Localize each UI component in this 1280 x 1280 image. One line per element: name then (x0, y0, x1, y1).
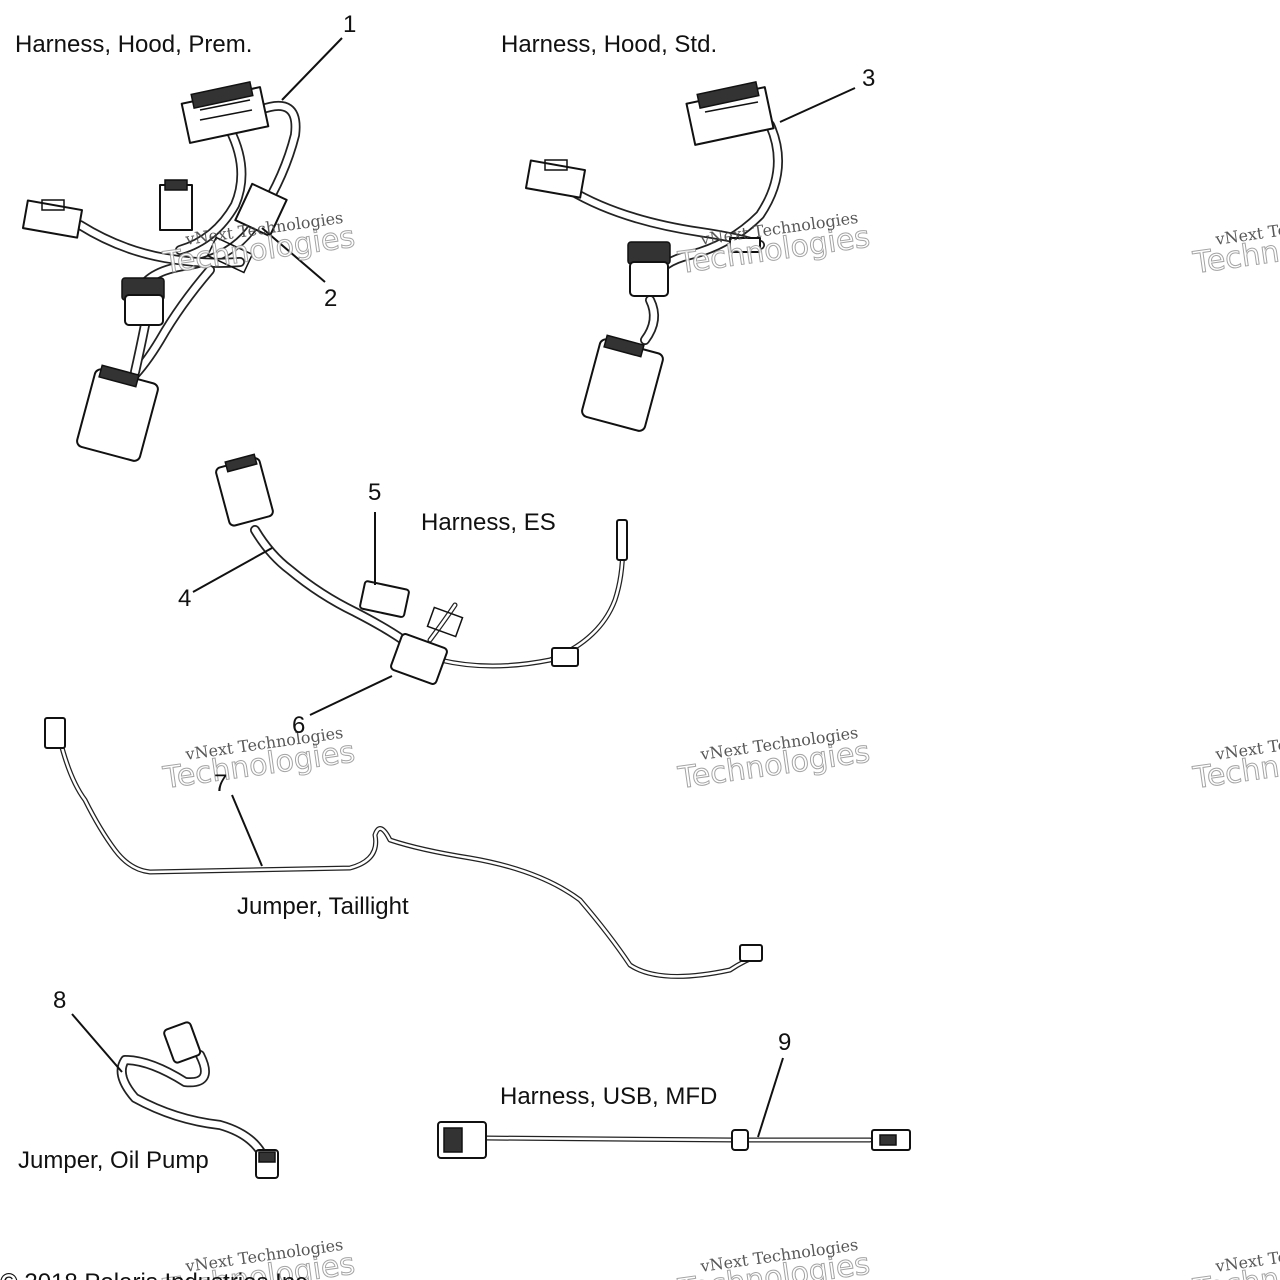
callout-5: 5 (368, 479, 381, 506)
connector-oil-pump-bottom (255, 1149, 279, 1179)
leader-8 (71, 1013, 123, 1073)
callout-4: 4 (178, 585, 191, 612)
connector-usb-left (437, 1121, 487, 1159)
harness-hood-prem (21, 81, 301, 462)
connector-taillight-right (739, 944, 763, 962)
callout-1: 1 (343, 11, 356, 38)
callout-3: 3 (862, 65, 875, 92)
copyright-notice: © 2018 Polaris Industries Inc. (0, 1269, 314, 1280)
jumper-taillight (44, 717, 763, 979)
connector-prem-bottom (76, 364, 159, 462)
watermark-8: Technologies vNext Technologies (675, 1235, 873, 1280)
label-harness-hood-std: Harness, Hood, Std. (501, 31, 717, 58)
connector-std-left (524, 159, 587, 199)
connector-oil-pump-top (163, 1021, 202, 1064)
leader-3 (779, 87, 856, 123)
watermark-3: Technologies vNext Technologies (1190, 208, 1280, 282)
label-harness-hood-prem: Harness, Hood, Prem. (15, 31, 252, 58)
leader-2 (261, 227, 326, 283)
harness-hood-std (524, 81, 783, 432)
jumper-oil-pump (116, 1021, 279, 1179)
watermark-6: Technologies vNext Technologies (1190, 723, 1280, 797)
connector-usb-grommet (731, 1129, 749, 1151)
watermark-4: Technologies vNext Technologies (160, 723, 358, 797)
connector-prem-top (180, 81, 270, 144)
connector-usb-right (871, 1129, 911, 1151)
leader-lines (71, 37, 856, 1138)
leader-7 (231, 794, 263, 867)
connector-item-2 (206, 182, 288, 274)
callout-8: 8 (53, 987, 66, 1014)
leader-1 (281, 37, 343, 101)
callout-7: 7 (214, 770, 227, 797)
connector-es-pin (616, 519, 628, 561)
harness-es (215, 453, 628, 685)
connector-es-inline (551, 647, 579, 667)
connector-es-item-5 (359, 580, 410, 618)
connector-prem-block (159, 179, 193, 231)
callout-6: 6 (292, 712, 305, 739)
label-harness-es: Harness, ES (421, 509, 556, 536)
label-harness-usb-mfd: Harness, USB, MFD (500, 1083, 717, 1110)
connector-es-item-6 (390, 606, 464, 685)
callout-2: 2 (324, 285, 337, 312)
connector-std-small (729, 237, 761, 253)
leader-9 (757, 1057, 784, 1138)
label-jumper-taillight: Jumper, Taillight (237, 893, 409, 920)
watermark-5: Technologies vNext Technologies (675, 723, 873, 797)
connector-prem-left (21, 199, 84, 239)
watermark-2: Technologies vNext Technologies (675, 208, 873, 282)
callout-9: 9 (778, 1029, 791, 1056)
watermark-1: Technologies vNext Technologies (160, 208, 358, 282)
connector-std-top (685, 81, 775, 146)
connector-taillight-left (44, 717, 66, 749)
harness-usb-mfd (437, 1121, 911, 1159)
connector-std-round (627, 241, 671, 297)
connector-prem-round (121, 277, 165, 326)
leader-4 (192, 547, 273, 593)
leader-6 (309, 675, 393, 716)
connector-std-bottom (581, 334, 664, 432)
watermarks: Technologies vNext Technologies Technolo… (160, 208, 1280, 1280)
watermark-9: Technologies vNext Technologies (1190, 1235, 1280, 1280)
connector-es-top (215, 453, 274, 527)
label-jumper-oil-pump: Jumper, Oil Pump (18, 1147, 209, 1174)
